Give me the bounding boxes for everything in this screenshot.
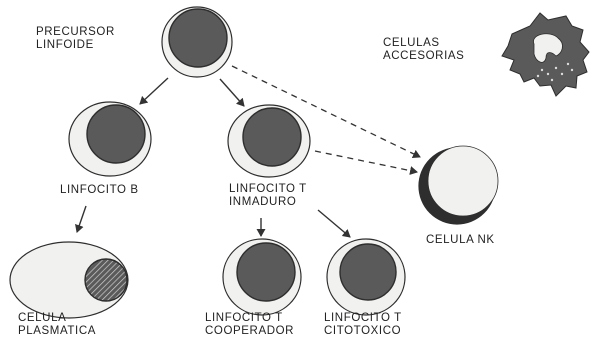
label-line: PLASMATICA bbox=[18, 325, 96, 338]
label-line: PRECURSOR bbox=[36, 26, 115, 39]
label-line: CELULA NK bbox=[426, 234, 495, 247]
celula-nk-cell bbox=[419, 146, 498, 224]
arrow-t-to-citotoxico bbox=[318, 210, 350, 237]
label-celula-plasmatica: CELULA PLASMATICA bbox=[18, 312, 96, 338]
label-line: LINFOCITO T bbox=[229, 183, 307, 196]
label-linfocito-b: LINFOCITO B bbox=[60, 184, 139, 197]
dashed-arrow-t-to-nk bbox=[315, 151, 417, 172]
precursor-linfoide-cell bbox=[162, 7, 232, 77]
arrow-precursor-to-t bbox=[220, 79, 244, 106]
label-line: CITOTOXICO bbox=[324, 325, 402, 338]
celulas-accesorias-cell bbox=[502, 13, 589, 96]
linfocito-t-citotoxico-cell bbox=[327, 239, 405, 315]
linfocito-t-inmaduro-cell bbox=[228, 105, 310, 177]
arrow-precursor-to-b bbox=[140, 78, 168, 104]
nucleus bbox=[243, 108, 301, 166]
nucleus bbox=[340, 244, 396, 300]
label-line: LINFOCITO T bbox=[205, 312, 294, 325]
nucleus bbox=[87, 105, 145, 163]
label-line: LINFOIDE bbox=[36, 39, 115, 52]
cytoplasm bbox=[428, 146, 498, 216]
celula-plasmatica-cell bbox=[10, 242, 128, 318]
label-linfocito-t-cooperador: LINFOCITO T COOPERADOR bbox=[205, 312, 294, 338]
label-line: CELULAS bbox=[383, 37, 464, 50]
linfocito-b-cell bbox=[69, 102, 151, 176]
hatched-nucleus bbox=[85, 259, 127, 301]
label-linfocito-t-inmaduro: LINFOCITO T INMADURO bbox=[229, 183, 307, 209]
label-precursor-linfoide: PRECURSOR LINFOIDE bbox=[36, 26, 115, 52]
nucleus bbox=[169, 9, 227, 67]
label-line: ACCESORIAS bbox=[383, 50, 464, 63]
nucleus bbox=[237, 243, 295, 301]
label-line: CELULA bbox=[18, 312, 96, 325]
label-celula-nk: CELULA NK bbox=[426, 234, 495, 247]
label-linfocito-t-citotoxico: LINFOCITO T CITOTOXICO bbox=[324, 312, 402, 338]
linfocito-t-cooperador-cell bbox=[223, 239, 301, 315]
label-line: LINFOCITO B bbox=[60, 184, 139, 197]
arrow-b-to-plasmatica bbox=[77, 206, 86, 232]
label-line: INMADURO bbox=[229, 196, 307, 209]
label-celulas-accesorias: CELULAS ACCESORIAS bbox=[383, 37, 464, 63]
label-line: LINFOCITO T bbox=[324, 312, 402, 325]
label-line: COOPERADOR bbox=[205, 325, 294, 338]
